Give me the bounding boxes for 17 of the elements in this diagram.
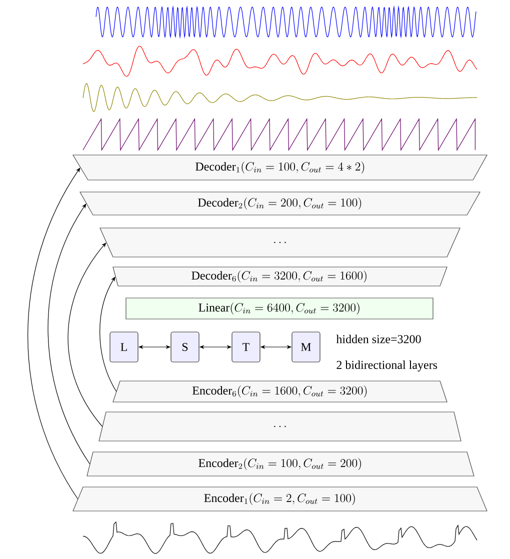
decoder-block: $\dots$ (100, 228, 460, 258)
encoder-block: $\mathrm{Encoder}_6(C_{in}=1600, C_{out}=3200)$ (112, 380, 448, 402)
note-text: 2 bidirectional layers (336, 360, 438, 372)
encoder-block: $\dots$ (98, 412, 462, 442)
skip-connection-arrow (48, 204, 90, 464)
skip-connection-arrow (68, 242, 106, 427)
note-text: hidden size=3200 (336, 334, 421, 344)
lstm-cell-box: S (170, 332, 200, 362)
lstm-cell-box: L (110, 332, 138, 362)
skip-connection-arrow (100, 276, 117, 392)
encoder-block: $\mathrm{Encoder}_2(C_{in}=100, C_{out}=200)$ (86, 452, 474, 476)
linear-layer-box: $\mathrm{Linear}(C_{in}=6400, C_{out}=3200)$ (126, 298, 434, 320)
skip-connection-arrow (28, 168, 80, 500)
lstm-cell-box: M (292, 332, 320, 362)
encoder-block: $\mathrm{Encoder}_1(C_{in}=2, C_{out}=100)$ (72, 486, 488, 512)
decoder-block: $\mathrm{Decoder}_6(C_{in}=3200, C_{out}=1600)$ (112, 266, 448, 286)
lstm-cell-box: T (232, 332, 260, 362)
